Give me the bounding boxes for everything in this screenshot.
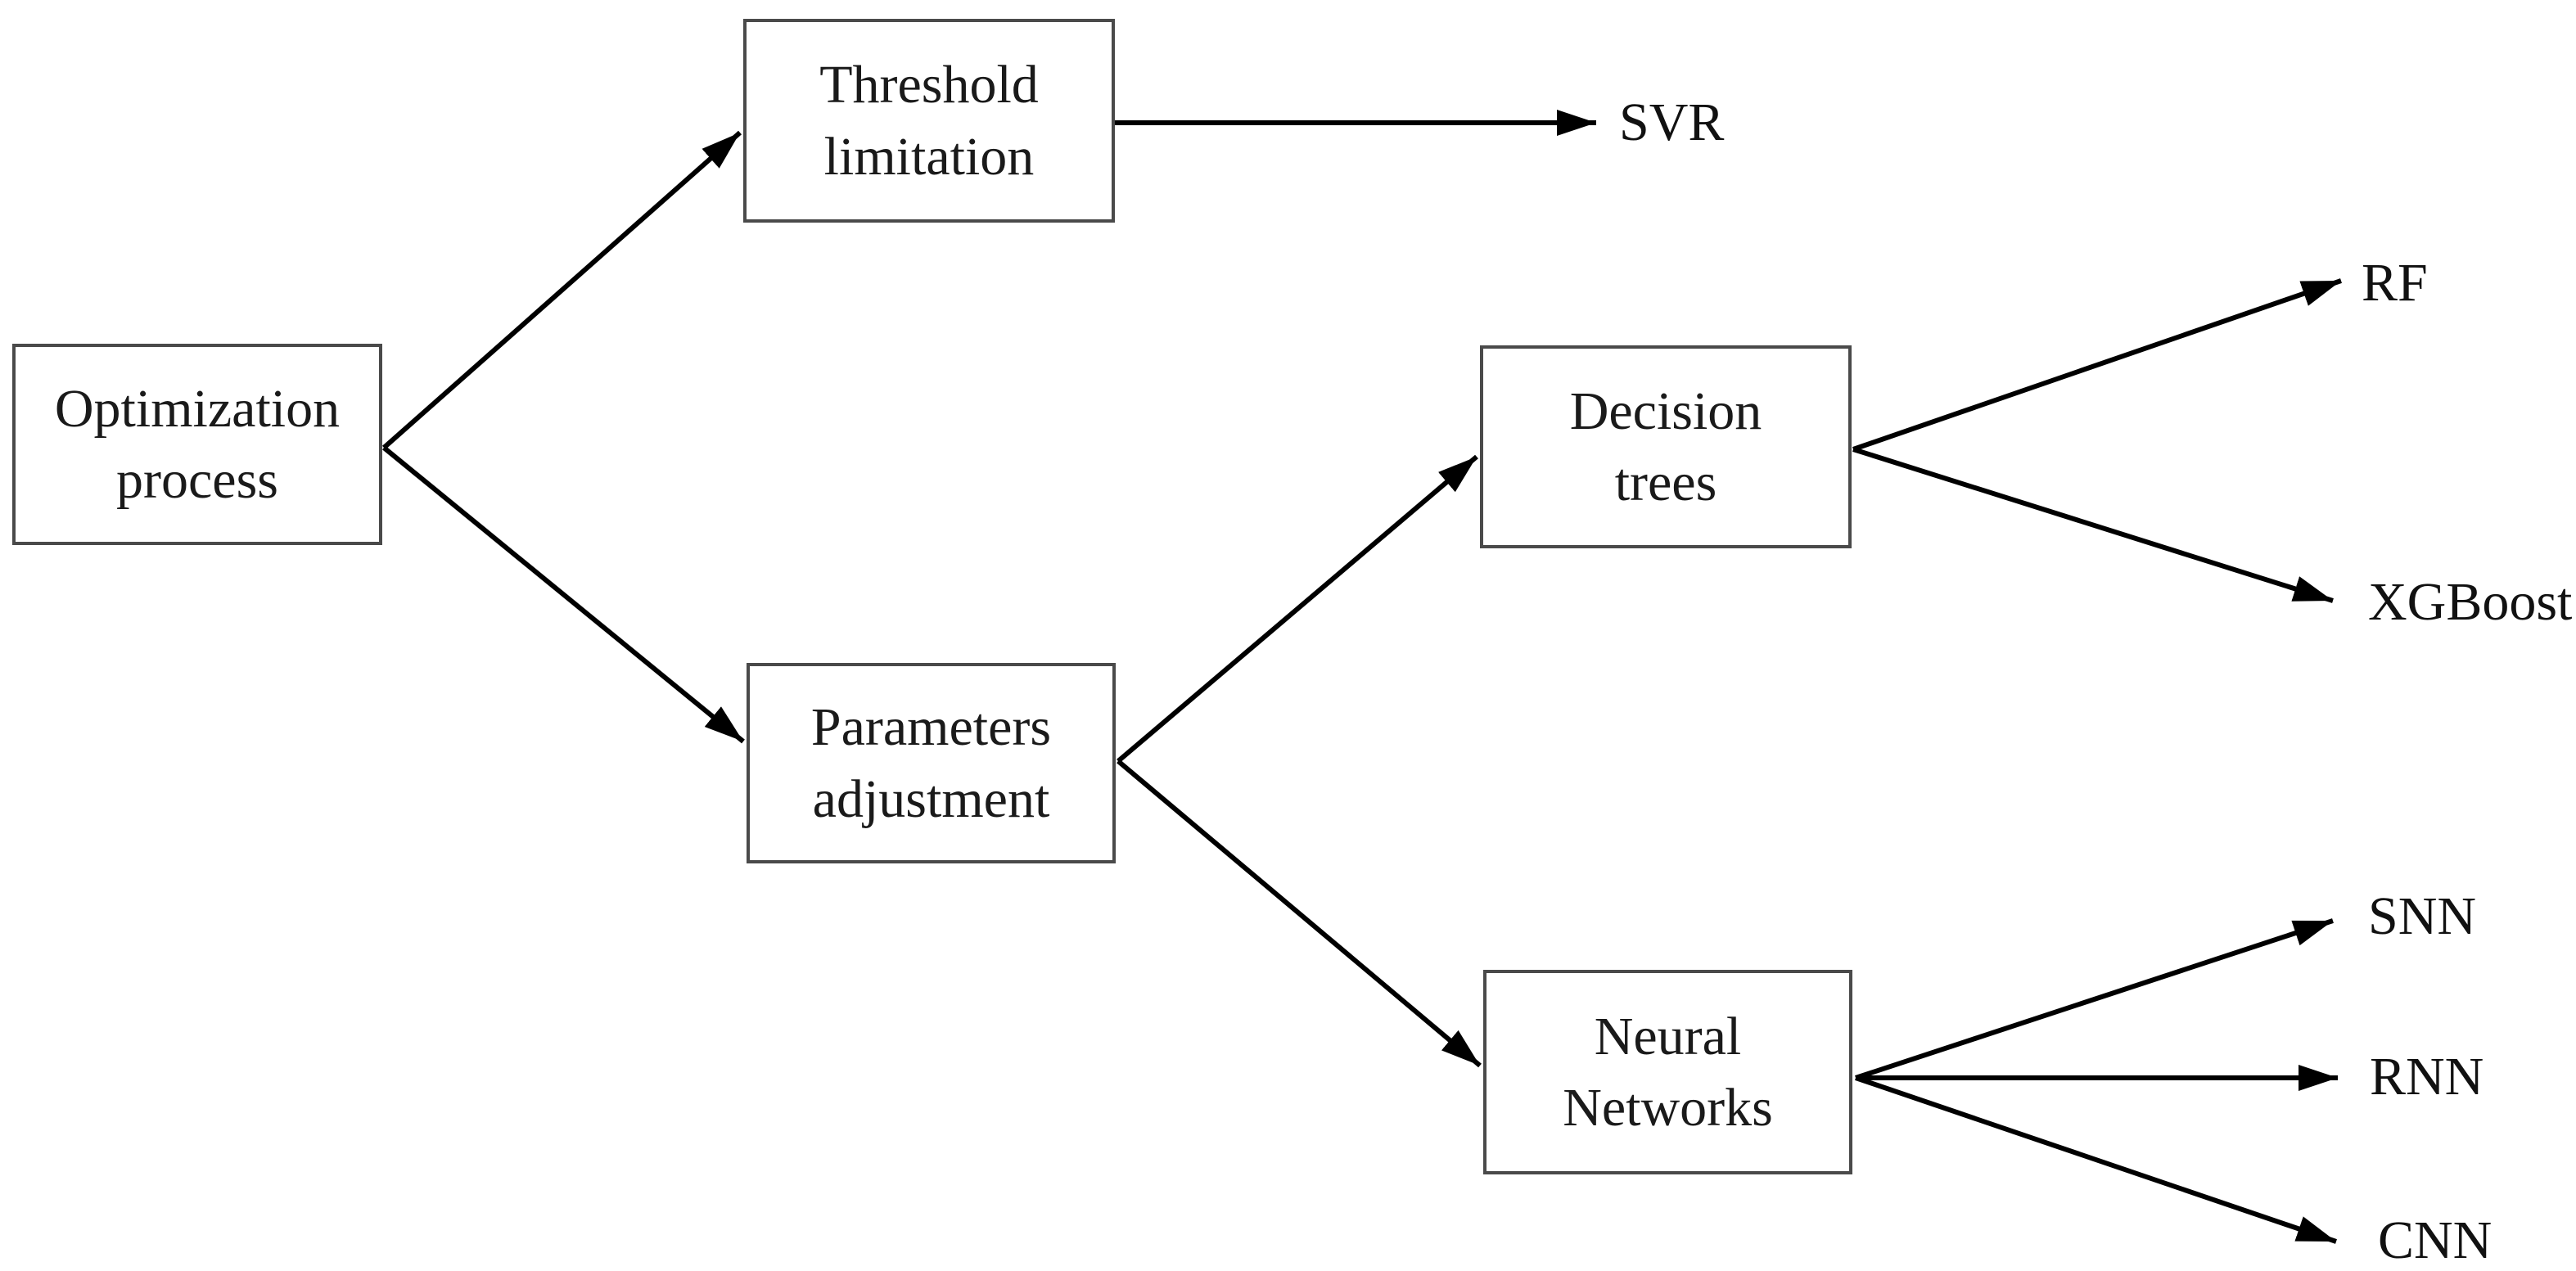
arrow-parameters-to-decision [1117,454,1478,764]
node-decision-trees: Decision trees [1480,345,1852,548]
node-threshold-limitation-label: Threshold limitation [819,55,1039,187]
leaf-label-cnn: CNN [2378,1210,2493,1270]
arrow-optimization-to-parameters [382,445,745,744]
leaf-label-rf: RF [2362,253,2428,313]
node-threshold-limitation: Threshold limitation [743,19,1115,223]
node-parameters-adjustment: Parameters adjustment [747,663,1116,863]
arrow-decision-to-rf [1852,278,2342,452]
arrow-neural-to-snn [1855,918,2334,1080]
leaf-label-svr: SVR [1619,92,1725,152]
arrow-parameters-to-neural [1117,759,1482,1068]
node-neural-networks: Neural Networks [1483,970,1852,1174]
leaf-label-rnn: RNN [2370,1047,2484,1106]
node-optimization-process: Optimization process [12,344,382,545]
node-parameters-adjustment-label: Parameters adjustment [810,697,1052,829]
node-decision-trees-label: Decision trees [1569,381,1762,512]
leaf-label-snn: SNN [2368,886,2477,946]
arrow-neural-to-cnn [1855,1075,2337,1244]
node-optimization-process-label: Optimization process [54,378,341,510]
arrow-decision-to-xgboost [1852,447,2334,603]
leaf-label-xgboost: XGBoost [2368,572,2573,632]
arrow-optimization-to-threshold [382,130,742,450]
node-neural-networks-label: Neural Networks [1563,1006,1773,1138]
